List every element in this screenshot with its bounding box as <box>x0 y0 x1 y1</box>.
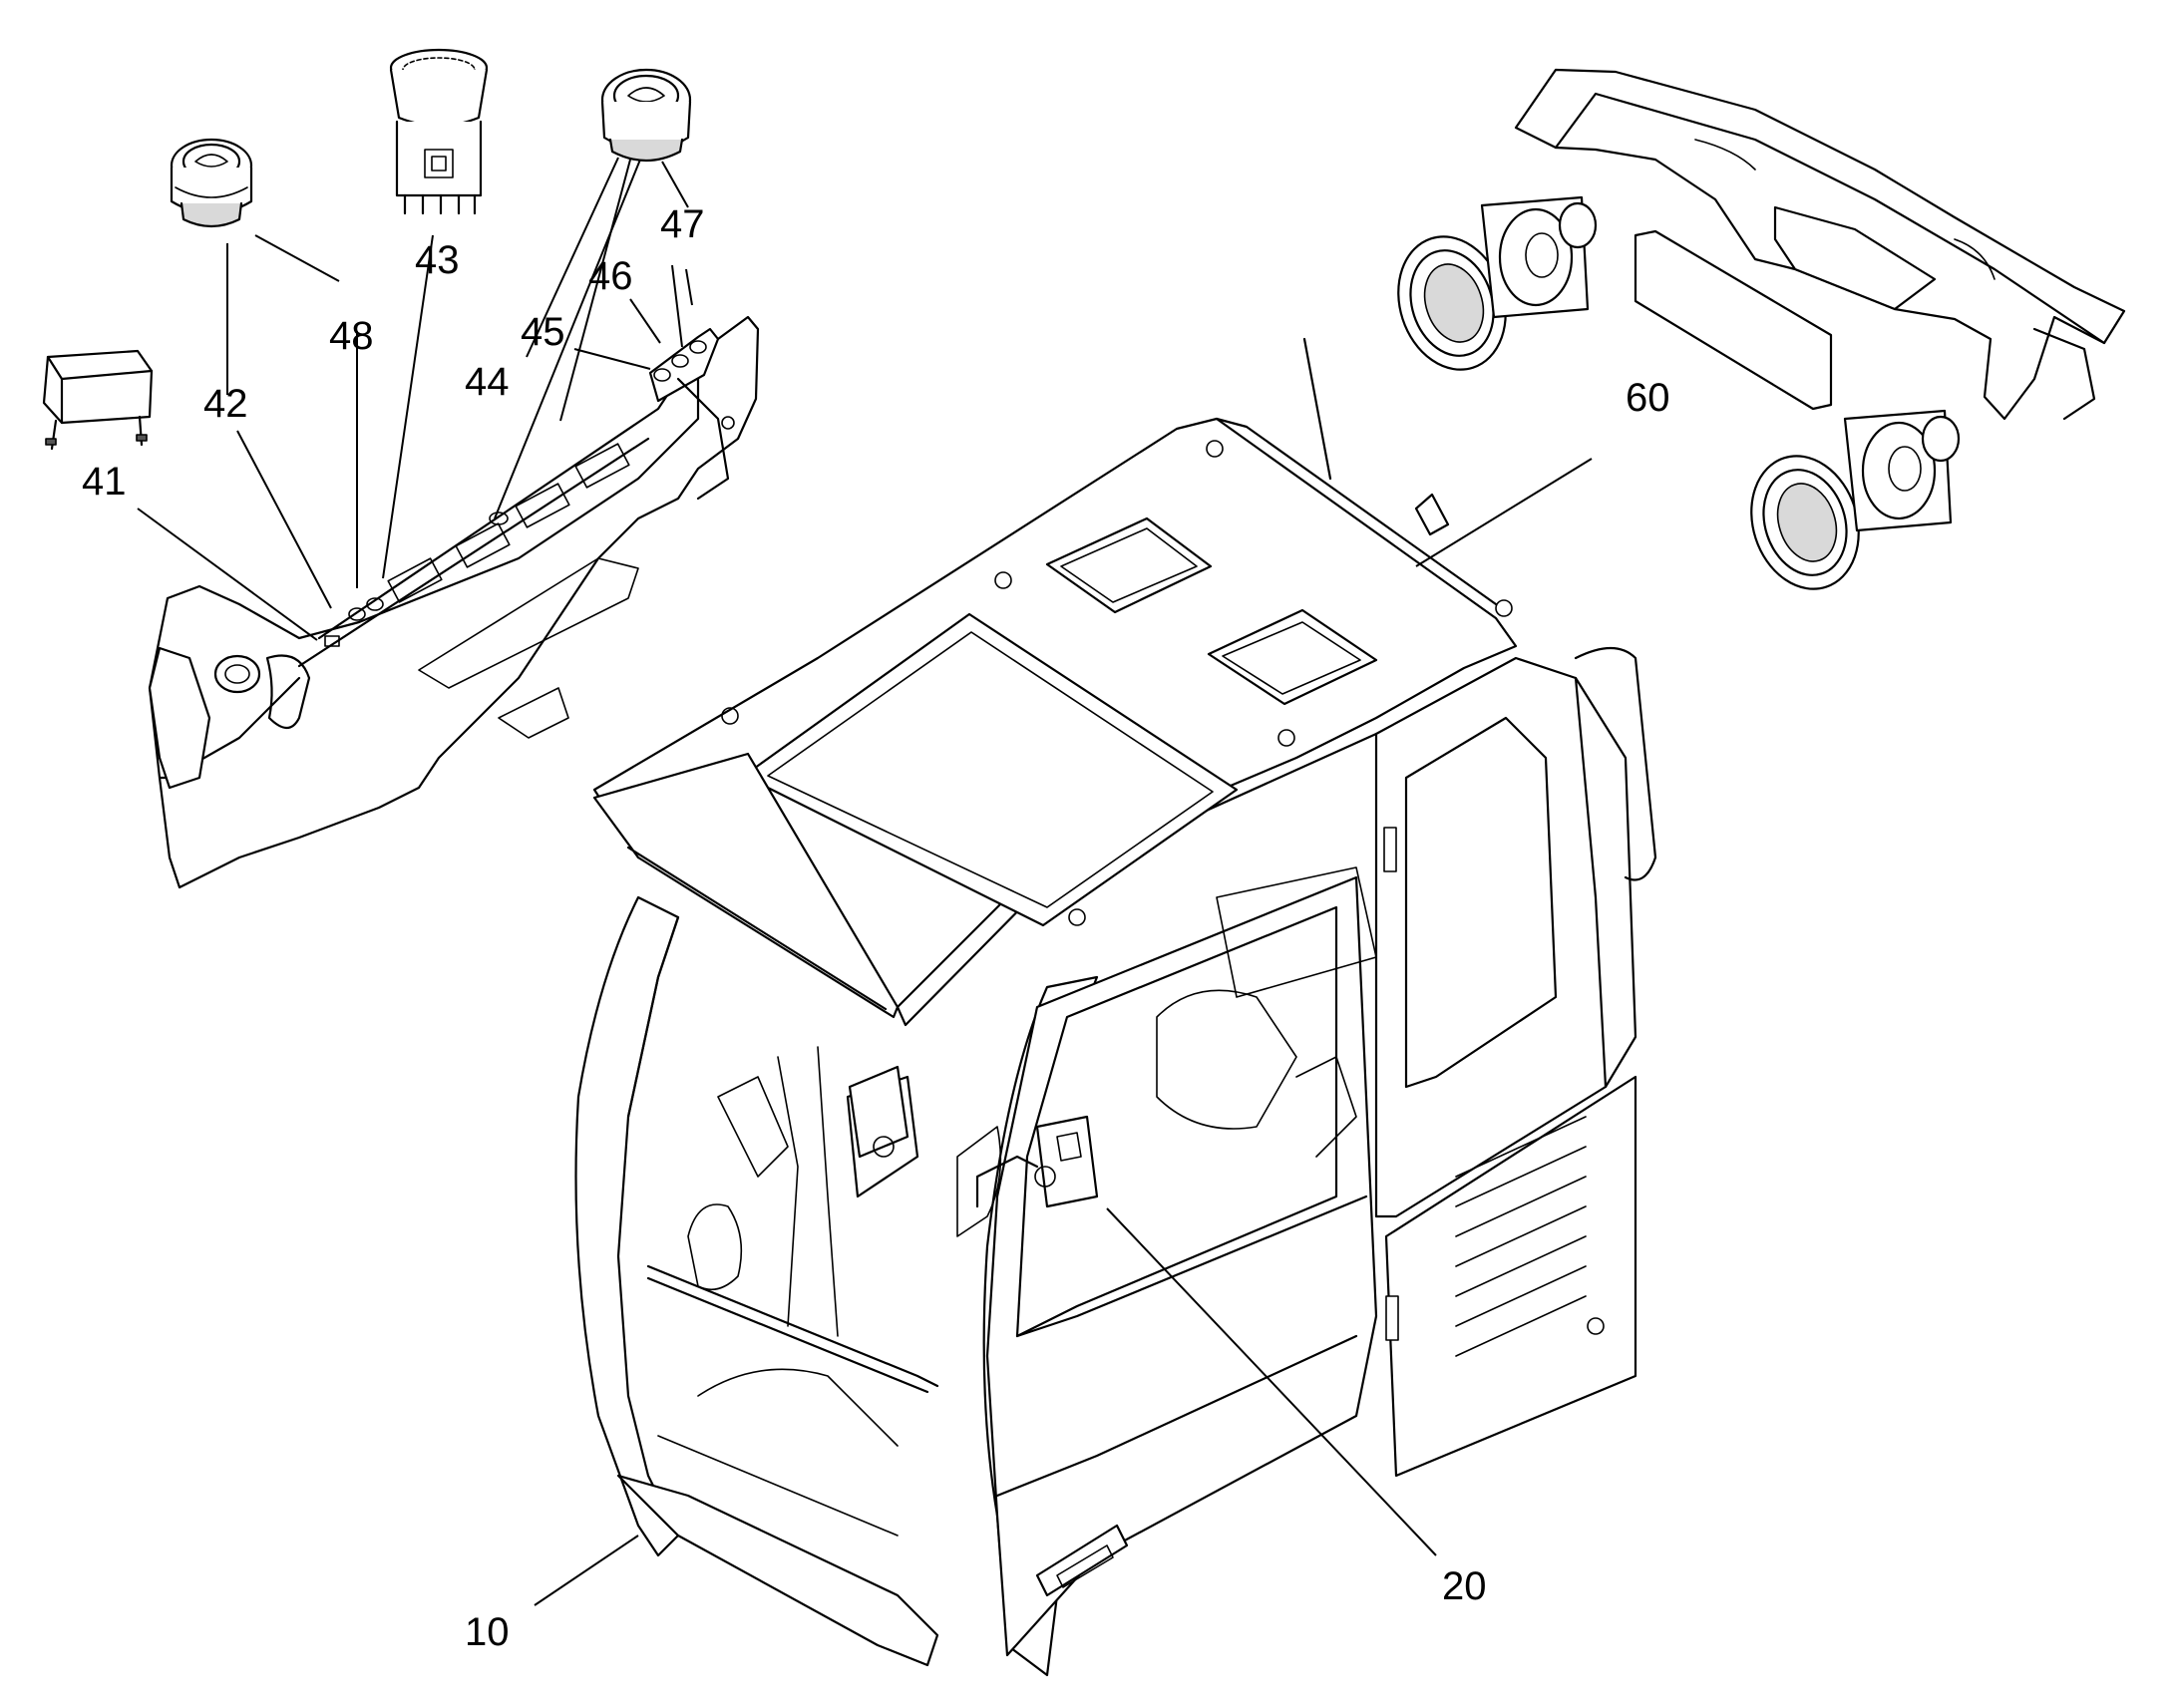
callout-60: 60 <box>1626 376 1670 420</box>
callout-20: 20 <box>1442 1564 1487 1608</box>
part-47-knob <box>600 68 692 162</box>
callout-44: 44 <box>465 360 510 404</box>
callout-10: 10 <box>465 1610 510 1654</box>
overhead-speaker-cover <box>1514 68 2126 421</box>
speaker-unit-right <box>1843 409 1961 532</box>
callout-46: 46 <box>588 254 633 298</box>
part-60-panel <box>1634 229 1833 411</box>
callout-48: 48 <box>329 314 374 358</box>
speaker-grille-left <box>1397 235 1507 371</box>
leader-lines <box>137 157 1593 1606</box>
operator-cab <box>574 337 1657 1677</box>
callout-42: 42 <box>203 382 248 426</box>
callout-41: 41 <box>82 460 127 504</box>
callout-labels: 41 42 43 44 45 46 47 48 60 10 20 <box>82 202 1670 1654</box>
callout-43: 43 <box>415 238 460 282</box>
part-42-knob <box>170 138 253 228</box>
part-43-switch <box>389 48 489 215</box>
speaker-unit-left <box>1480 195 1598 319</box>
callout-45: 45 <box>521 310 565 354</box>
callout-47: 47 <box>660 202 705 246</box>
part-41-cap <box>42 349 154 451</box>
